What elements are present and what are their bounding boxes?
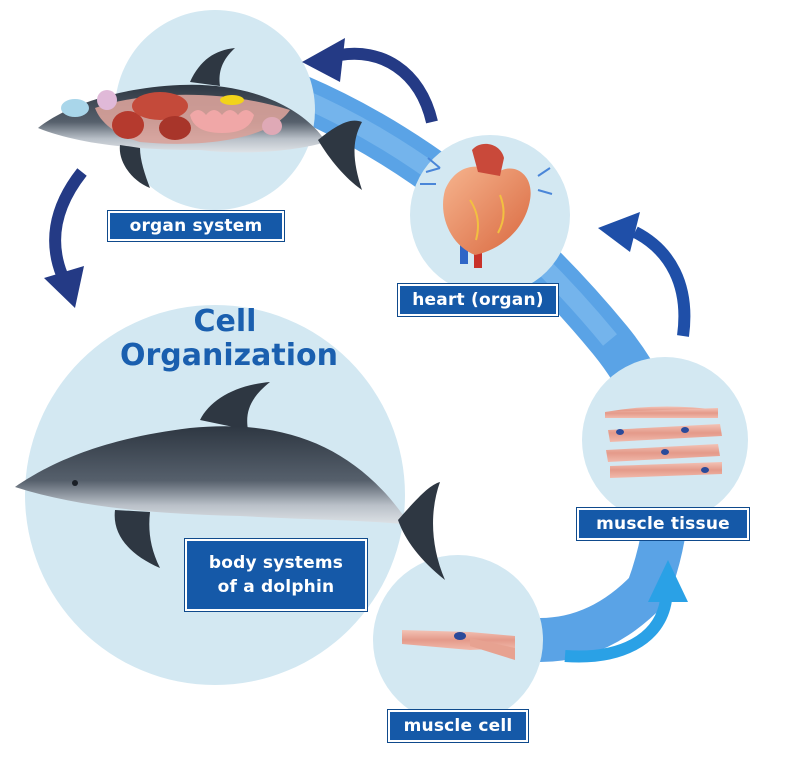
muscle-cell-icon: [402, 630, 515, 660]
dolphin-anatomy-icon: [38, 48, 362, 190]
title-line-1: Cell: [193, 304, 257, 339]
heart-icon: [420, 143, 553, 268]
heart-label: heart (organ): [398, 284, 558, 316]
muscle-tissue-label: muscle tissue: [577, 508, 749, 540]
muscle-tissue-circle: [582, 357, 748, 523]
organ-system-label: organ system: [108, 211, 284, 241]
title-line-2: Organization: [120, 338, 338, 373]
cycle-arrow-icon: [44, 38, 691, 663]
muscle-cell-label: muscle cell: [388, 710, 528, 742]
dolphin-icon: [15, 382, 445, 580]
muscle-tissue-icon: [605, 406, 722, 478]
body-systems-label: body systems of a dolphin: [185, 539, 367, 611]
diagram-title: Cell Organization: [120, 304, 338, 373]
